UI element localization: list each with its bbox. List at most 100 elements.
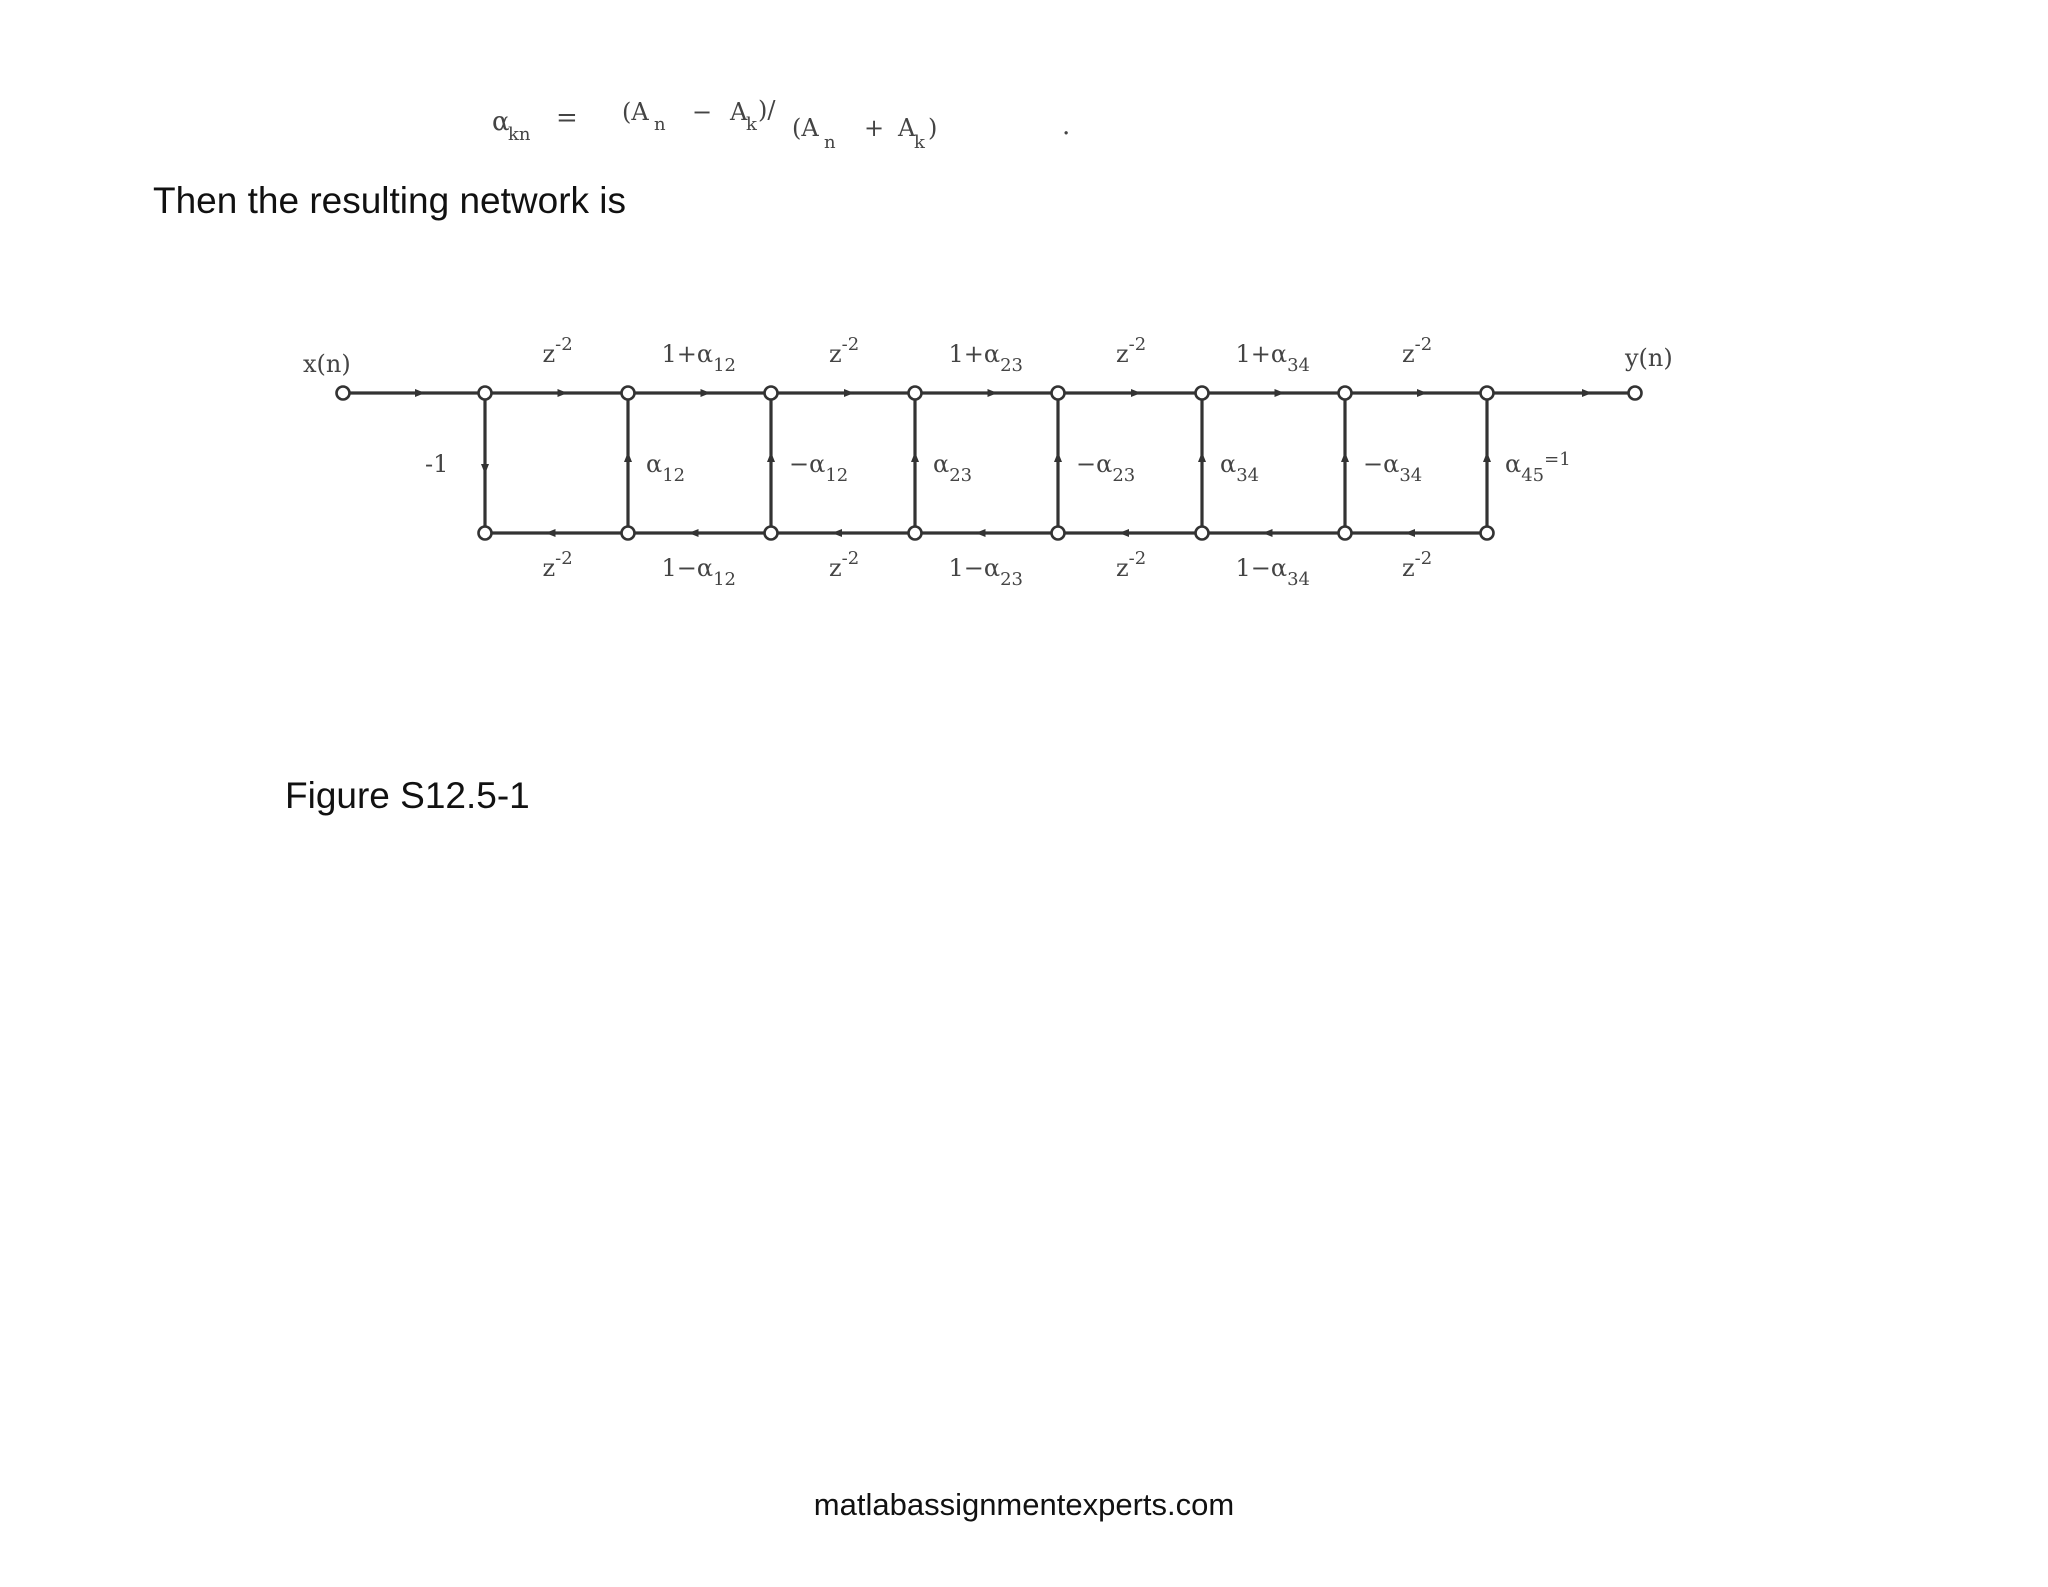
top-gain-label-1-sub: 12 <box>713 355 736 376</box>
vertical-gain-label-8: α45=1 <box>1505 449 1571 486</box>
vertical-gain-label-6-sub: 34 <box>1236 465 1259 486</box>
bottom-gain-label-2-sub: 23 <box>1000 569 1023 590</box>
bottom-gain-label-3-sub: 34 <box>1287 569 1310 590</box>
formula-numerator-close: )/ <box>758 96 776 124</box>
bottom-gain-label-1-main: 1−α <box>662 554 714 582</box>
top-gain-label-1-main: 1+α <box>662 340 714 368</box>
vertical-gain-label-1-main: -1 <box>425 450 448 478</box>
top-delay-label-1-base: z <box>543 340 556 368</box>
bottom-gain-label-1-sub: 12 <box>713 569 736 590</box>
vertical-gain-label-4: α23 <box>933 450 972 486</box>
output-label-y-n: y(n) <box>1624 344 1673 372</box>
vertical-gain-label-7-sub: 34 <box>1399 465 1422 486</box>
vertical-gain-label-3-sub: 12 <box>825 465 848 486</box>
bottom-node-6 <box>1194 525 1210 541</box>
top-delay-label-3-exp: -2 <box>1129 334 1147 355</box>
formula-lhs-subscript: kn <box>508 124 531 145</box>
bottom-delay-label-4-base: z <box>1402 554 1415 582</box>
vertical-gain-label-3: −α12 <box>789 450 848 486</box>
top-node-6 <box>1194 385 1210 401</box>
vertical-gain-label-6-main: α <box>1220 450 1236 478</box>
top-gain-label-3: 1+α34 <box>1236 340 1311 376</box>
top-delay-label-2: z-2 <box>829 334 859 368</box>
bottom-node-5 <box>1050 525 1066 541</box>
top-delay-label-2-base: z <box>829 340 842 368</box>
bottom-delay-label-2: z-2 <box>829 548 859 582</box>
top-gain-label-1: 1+α12 <box>662 340 737 376</box>
bottom-gain-label-2: 1−α23 <box>949 554 1024 590</box>
vertical-gain-label-2-main: α <box>646 450 662 478</box>
vertical-gain-label-4-main: α <box>933 450 949 478</box>
top-delay-label-4-base: z <box>1402 340 1415 368</box>
formula-numerator-a2: A <box>729 98 748 126</box>
footer-website: matlabassignmentexperts.com <box>813 1487 1235 1522</box>
vertical-gain-label-1: -1 <box>425 450 448 478</box>
bottom-node-1 <box>477 525 493 541</box>
vertical-gain-label-7: −α34 <box>1363 450 1422 486</box>
top-delay-label-3-base: z <box>1116 340 1129 368</box>
vertical-gain-label-2-sub: 12 <box>662 465 685 486</box>
vertical-gain-label-8-sup: =1 <box>1544 449 1571 470</box>
top-gain-label-3-sub: 34 <box>1287 355 1310 376</box>
formula-minus: − <box>692 98 712 126</box>
formula-denominator-close: ) <box>928 114 937 142</box>
top-delay-label-4: z-2 <box>1402 334 1432 368</box>
top-delay-label-1: z-2 <box>543 334 573 368</box>
top-delay-label-4-exp: -2 <box>1415 334 1433 355</box>
formula-numerator-open: (A <box>622 98 649 126</box>
bottom-gain-label-2-main: 1−α <box>949 554 1001 582</box>
formula-equals: = <box>556 103 578 133</box>
formula-denominator-sub2: k <box>914 132 926 152</box>
formula-plus: + <box>864 114 884 142</box>
top-node-4 <box>907 385 923 401</box>
bottom-delay-label-3-base: z <box>1116 554 1129 582</box>
vertical-gain-label-3-main: −α <box>789 450 825 478</box>
bottom-node-7 <box>1337 525 1353 541</box>
vertical-gain-label-8-sub: 45 <box>1521 465 1544 486</box>
formula-lhs: α <box>492 107 510 137</box>
vertical-gain-label-6: α34 <box>1220 450 1259 486</box>
vertical-gain-label-7-main: −α <box>1363 450 1399 478</box>
input-node <box>335 385 351 401</box>
bottom-gain-label-3: 1−α34 <box>1236 554 1311 590</box>
top-delay-label-2-exp: -2 <box>842 334 860 355</box>
vertical-gain-label-5: −α23 <box>1076 450 1135 486</box>
vertical-gain-label-5-main: −α <box>1076 450 1112 478</box>
top-gain-label-2: 1+α23 <box>949 340 1024 376</box>
bottom-delay-label-1-exp: -2 <box>555 548 573 569</box>
top-node-7 <box>1337 385 1353 401</box>
top-node-2 <box>620 385 636 401</box>
bottom-delay-label-3-exp: -2 <box>1129 548 1147 569</box>
top-node-3 <box>763 385 779 401</box>
bottom-node-2 <box>620 525 636 541</box>
bottom-delay-label-3: z-2 <box>1116 548 1146 582</box>
vertical-gain-label-8-main: α <box>1505 450 1521 478</box>
vertical-gain-label-2: α12 <box>646 450 685 486</box>
top-gain-label-2-sub: 23 <box>1000 355 1023 376</box>
bottom-delay-label-4-exp: -2 <box>1415 548 1433 569</box>
output-node <box>1627 385 1643 401</box>
intro-text: Then the resulting network is <box>153 180 627 221</box>
bottom-delay-label-2-base: z <box>829 554 842 582</box>
top-gain-label-2-main: 1+α <box>949 340 1001 368</box>
input-label-x-n: x(n) <box>303 350 351 378</box>
bottom-gain-label-3-main: 1−α <box>1236 554 1288 582</box>
formula-denominator-sub1: n <box>824 132 836 152</box>
vertical-gain-label-4-sub: 23 <box>949 465 972 486</box>
bottom-delay-label-1-base: z <box>543 554 556 582</box>
bottom-delay-label-1: z-2 <box>543 548 573 582</box>
bottom-delay-label-2-exp: -2 <box>842 548 860 569</box>
bottom-node-8 <box>1479 525 1495 541</box>
bottom-gain-label-1: 1−α12 <box>662 554 737 590</box>
formula-denominator-a2: A <box>897 114 916 142</box>
top-gain-label-3-main: 1+α <box>1236 340 1288 368</box>
formula-denominator-open: (A <box>792 114 819 142</box>
top-delay-label-3: z-2 <box>1116 334 1146 368</box>
bottom-node-4 <box>907 525 923 541</box>
reflection-coefficient-formula: α kn = (A n − A k )/ (A n + A k ) . <box>492 96 1070 152</box>
bottom-node-3 <box>763 525 779 541</box>
top-node-8 <box>1479 385 1495 401</box>
formula-numerator-sub2: k <box>746 114 758 135</box>
